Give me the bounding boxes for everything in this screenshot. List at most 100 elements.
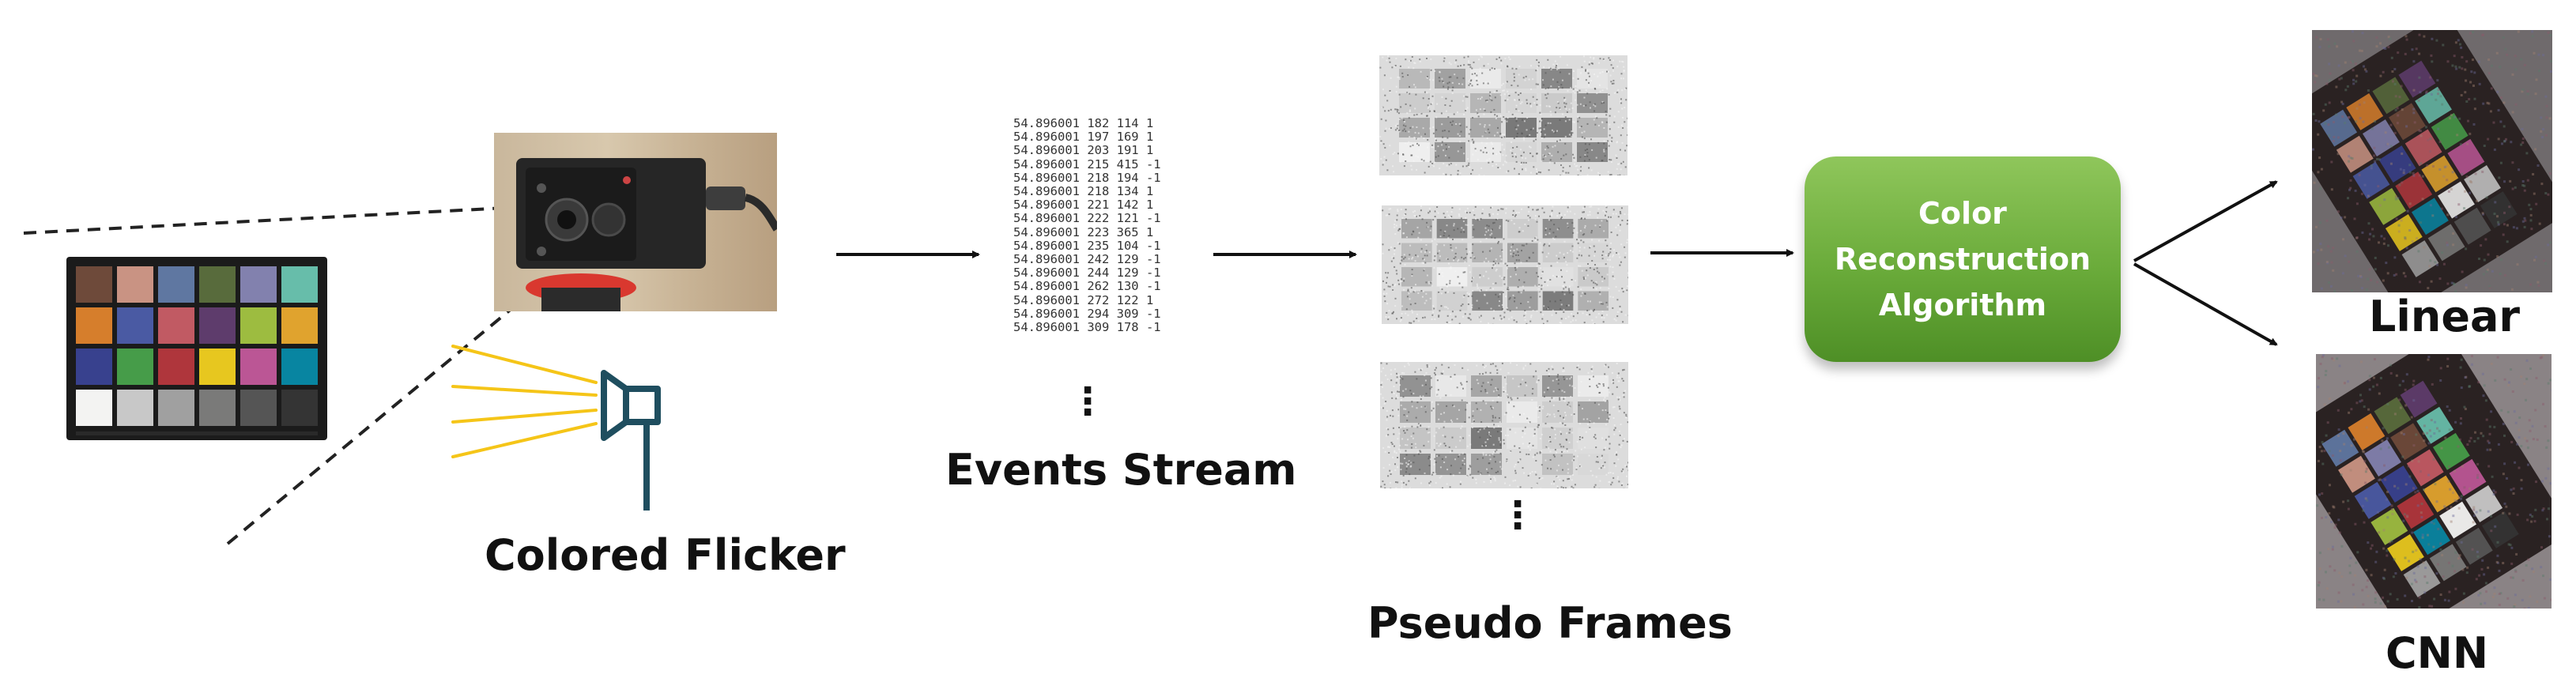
- fov-line-bottom: [226, 307, 514, 545]
- pseudo-frame-cell: [1399, 69, 1430, 89]
- checker-patch: [117, 349, 153, 385]
- reconstructed-patch: [2348, 413, 2386, 450]
- checker-patch: [117, 390, 153, 426]
- checker-patch: [240, 266, 277, 303]
- checker-patch: [158, 349, 194, 385]
- pseudo-frame-cell: [1578, 454, 1609, 475]
- checker-patch: [76, 307, 112, 344]
- pseudo-frame-1: [1379, 55, 1627, 175]
- pseudo-frame-cell: [1435, 454, 1466, 475]
- checker-patch: [117, 307, 153, 344]
- reconstructed-patch: [2352, 161, 2390, 199]
- pseudo-frame-cell: [1542, 243, 1574, 262]
- pseudo-frame-cell: [1435, 142, 1465, 162]
- pseudo-frame-cell: [1436, 243, 1468, 262]
- pseudo-frame-cell: [1436, 291, 1468, 311]
- pseudo-frame-cell: [1542, 291, 1574, 311]
- reconstructed-patch: [2364, 439, 2401, 477]
- checker-patch: [240, 307, 277, 344]
- pseudo-frame-cell: [1541, 118, 1572, 138]
- pseudo-frame-cell: [1541, 69, 1572, 89]
- pseudo-frame-cell: [1506, 69, 1537, 89]
- event-line: 54.896001 262 130 -1: [1013, 279, 1161, 294]
- pseudo-frame-cell: [1578, 401, 1609, 423]
- event-line: 54.896001 235 104 -1: [1013, 238, 1161, 253]
- pseudo-frame-cell: [1399, 142, 1430, 162]
- linear-result-image: [2312, 30, 2552, 292]
- pseudo-frame-cell: [1435, 428, 1466, 449]
- event-line: 54.896001 272 122 1: [1013, 292, 1154, 307]
- pseudo-frame-cell: [1472, 267, 1503, 287]
- pseudo-frame-cell: [1401, 243, 1432, 262]
- event-line: 54.896001 244 129 -1: [1013, 266, 1161, 281]
- pseudo-frame-cell: [1506, 142, 1537, 162]
- color-reconstruction-algorithm-box: Color Reconstruction Algorithm: [1805, 156, 2121, 362]
- checker-patch: [117, 266, 153, 303]
- reconstructed-patch: [2429, 544, 2467, 582]
- pseudo-frame-cell: [1471, 454, 1502, 475]
- pseudo-frame-cell: [1436, 219, 1468, 239]
- reconstructed-patch: [2432, 432, 2470, 470]
- reconstructed-patch: [2453, 207, 2491, 245]
- event-line: 54.896001 223 365 1: [1013, 224, 1154, 239]
- events-ellipsis: ⋮: [1069, 379, 1107, 424]
- event-line: 54.896001 309 178 -1: [1013, 320, 1161, 335]
- fov-line-top: [23, 205, 522, 235]
- reconstructed-patch: [2480, 191, 2518, 228]
- pseudo-frame-cell: [1577, 142, 1608, 162]
- checker-patch: [281, 266, 318, 303]
- event-line: 54.896001 182 114 1: [1013, 116, 1154, 130]
- checker-patch: [199, 349, 236, 385]
- pseudo-frame-3: [1380, 362, 1628, 488]
- pseudo-frame-cell: [1472, 219, 1503, 239]
- checker-patch: [281, 307, 318, 344]
- events-stream-label: Events Stream: [945, 445, 1297, 495]
- event-camera-photo: [494, 133, 777, 311]
- pseudo-frame-cell: [1435, 118, 1465, 138]
- pseudo-frame-cell: [1578, 291, 1609, 311]
- reconstructed-patch: [2395, 171, 2433, 209]
- reconstructed-patch: [2427, 224, 2465, 262]
- pseudo-frame-cell: [1578, 267, 1609, 287]
- reconstructed-patch: [2415, 86, 2452, 124]
- checker-patch: [199, 390, 236, 426]
- linear-label: Linear: [2369, 292, 2521, 341]
- pseudo-frame-cell: [1506, 118, 1537, 138]
- event-line: 54.896001 218 134 1: [1013, 184, 1154, 199]
- checker-patch: [240, 390, 277, 426]
- pseudo-frame-cell: [1401, 219, 1432, 239]
- checker-patch: [199, 266, 236, 303]
- pseudo-frames-label: Pseudo Frames: [1367, 598, 1733, 648]
- reconstructed-patch: [2387, 533, 2424, 571]
- pseudo-frame-cell: [1470, 69, 1501, 89]
- reconstructed-patch: [2413, 518, 2450, 556]
- reconstructed-patch: [2378, 145, 2416, 183]
- pseudo-frame-cell: [1471, 401, 1502, 423]
- pseudo-frame-cell: [1470, 142, 1501, 162]
- reconstructed-patch: [2421, 155, 2459, 193]
- checker-patch: [158, 266, 194, 303]
- pseudo-frame-cell: [1507, 291, 1538, 311]
- reconstructed-patch: [2321, 429, 2359, 467]
- pseudo-frame-cell: [1507, 401, 1537, 423]
- reconstructed-patch: [2374, 397, 2412, 435]
- reconstructed-patch: [2404, 129, 2442, 167]
- reconstructed-patch: [2389, 103, 2426, 141]
- reconstructed-patch: [2397, 492, 2435, 529]
- checker-patch: [199, 307, 236, 344]
- pseudo-frame-2: [1382, 205, 1628, 324]
- flicker-rays-icon: [451, 345, 598, 458]
- reconstructed-patch: [2380, 465, 2418, 503]
- event-line: 54.896001 197 169 1: [1013, 130, 1154, 145]
- reconstructed-patch: [2369, 187, 2407, 225]
- checker-patch: [281, 390, 318, 426]
- pseudo-frame-cell: [1435, 93, 1465, 113]
- event-line: 54.896001 218 194 -1: [1013, 170, 1161, 185]
- reconstructed-patch: [2455, 527, 2493, 565]
- reconstructed-patch: [2449, 458, 2487, 496]
- reconstructed-patch: [2438, 181, 2475, 219]
- checker-patch: [281, 349, 318, 385]
- cnn-result-image: [2316, 354, 2551, 609]
- pseudo-frame-cell: [1436, 267, 1468, 287]
